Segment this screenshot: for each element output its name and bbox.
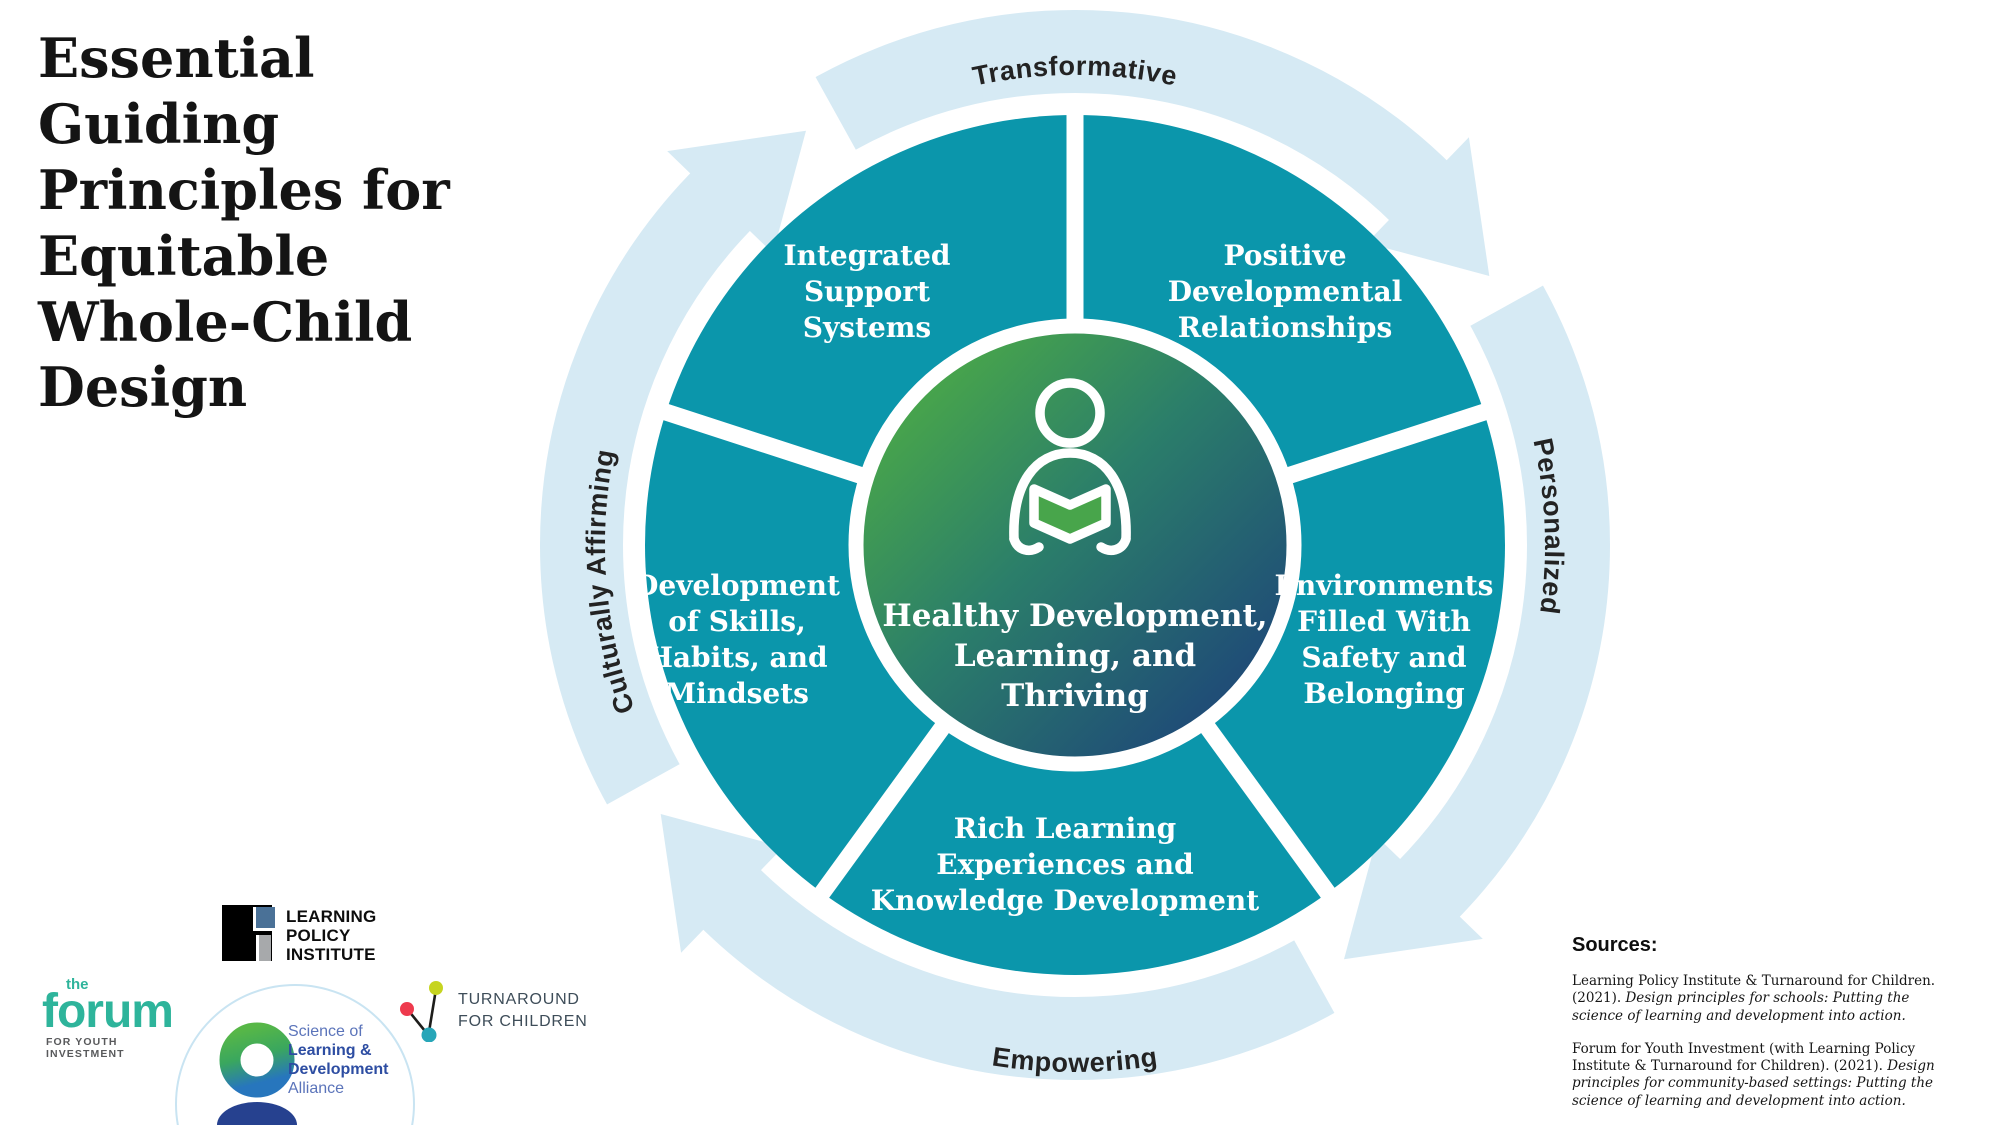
segment-dividers (648, 99, 1502, 911)
center-circle (848, 318, 1302, 772)
sold-alliance-logo-icon (217, 1022, 297, 1125)
clockwise-arrowhead-se-icon (1344, 836, 1483, 960)
source-citation: Learning Policy Institute & Turnaround f… (1572, 973, 1936, 1024)
sources-heading: Sources: (1572, 934, 1658, 956)
turnaround-for-children-logo-icon (400, 981, 443, 1042)
sold-alliance-logo-text: Science of Learning & Development Allian… (288, 1023, 389, 1097)
learning-policy-institute-logo: LEARNING POLICY INSTITUTE (222, 905, 376, 964)
turnaround-for-children-logo: TURNAROUND FOR CHILDREN (398, 980, 588, 1042)
learning-policy-institute-logo-icon (222, 905, 275, 961)
clockwise-arrowhead-sw-icon (660, 814, 784, 953)
clockwise-arrowhead-nw-icon (667, 130, 806, 254)
outer-ring-band (540, 10, 1610, 1080)
forum-youth-investment-logo: the forum FOR YOUTH INVESTMENT (42, 976, 174, 1060)
page-title: Essential Guiding Principles for Equitab… (38, 26, 450, 420)
sources-block: Sources: Learning Policy Institute & Tur… (1572, 934, 1952, 1125)
clockwise-arrowhead-ne-icon (1366, 137, 1490, 276)
person-reading-book-icon (1009, 378, 1131, 556)
source-citation: Forum for Youth Investment (with Learnin… (1572, 1040, 1935, 1109)
